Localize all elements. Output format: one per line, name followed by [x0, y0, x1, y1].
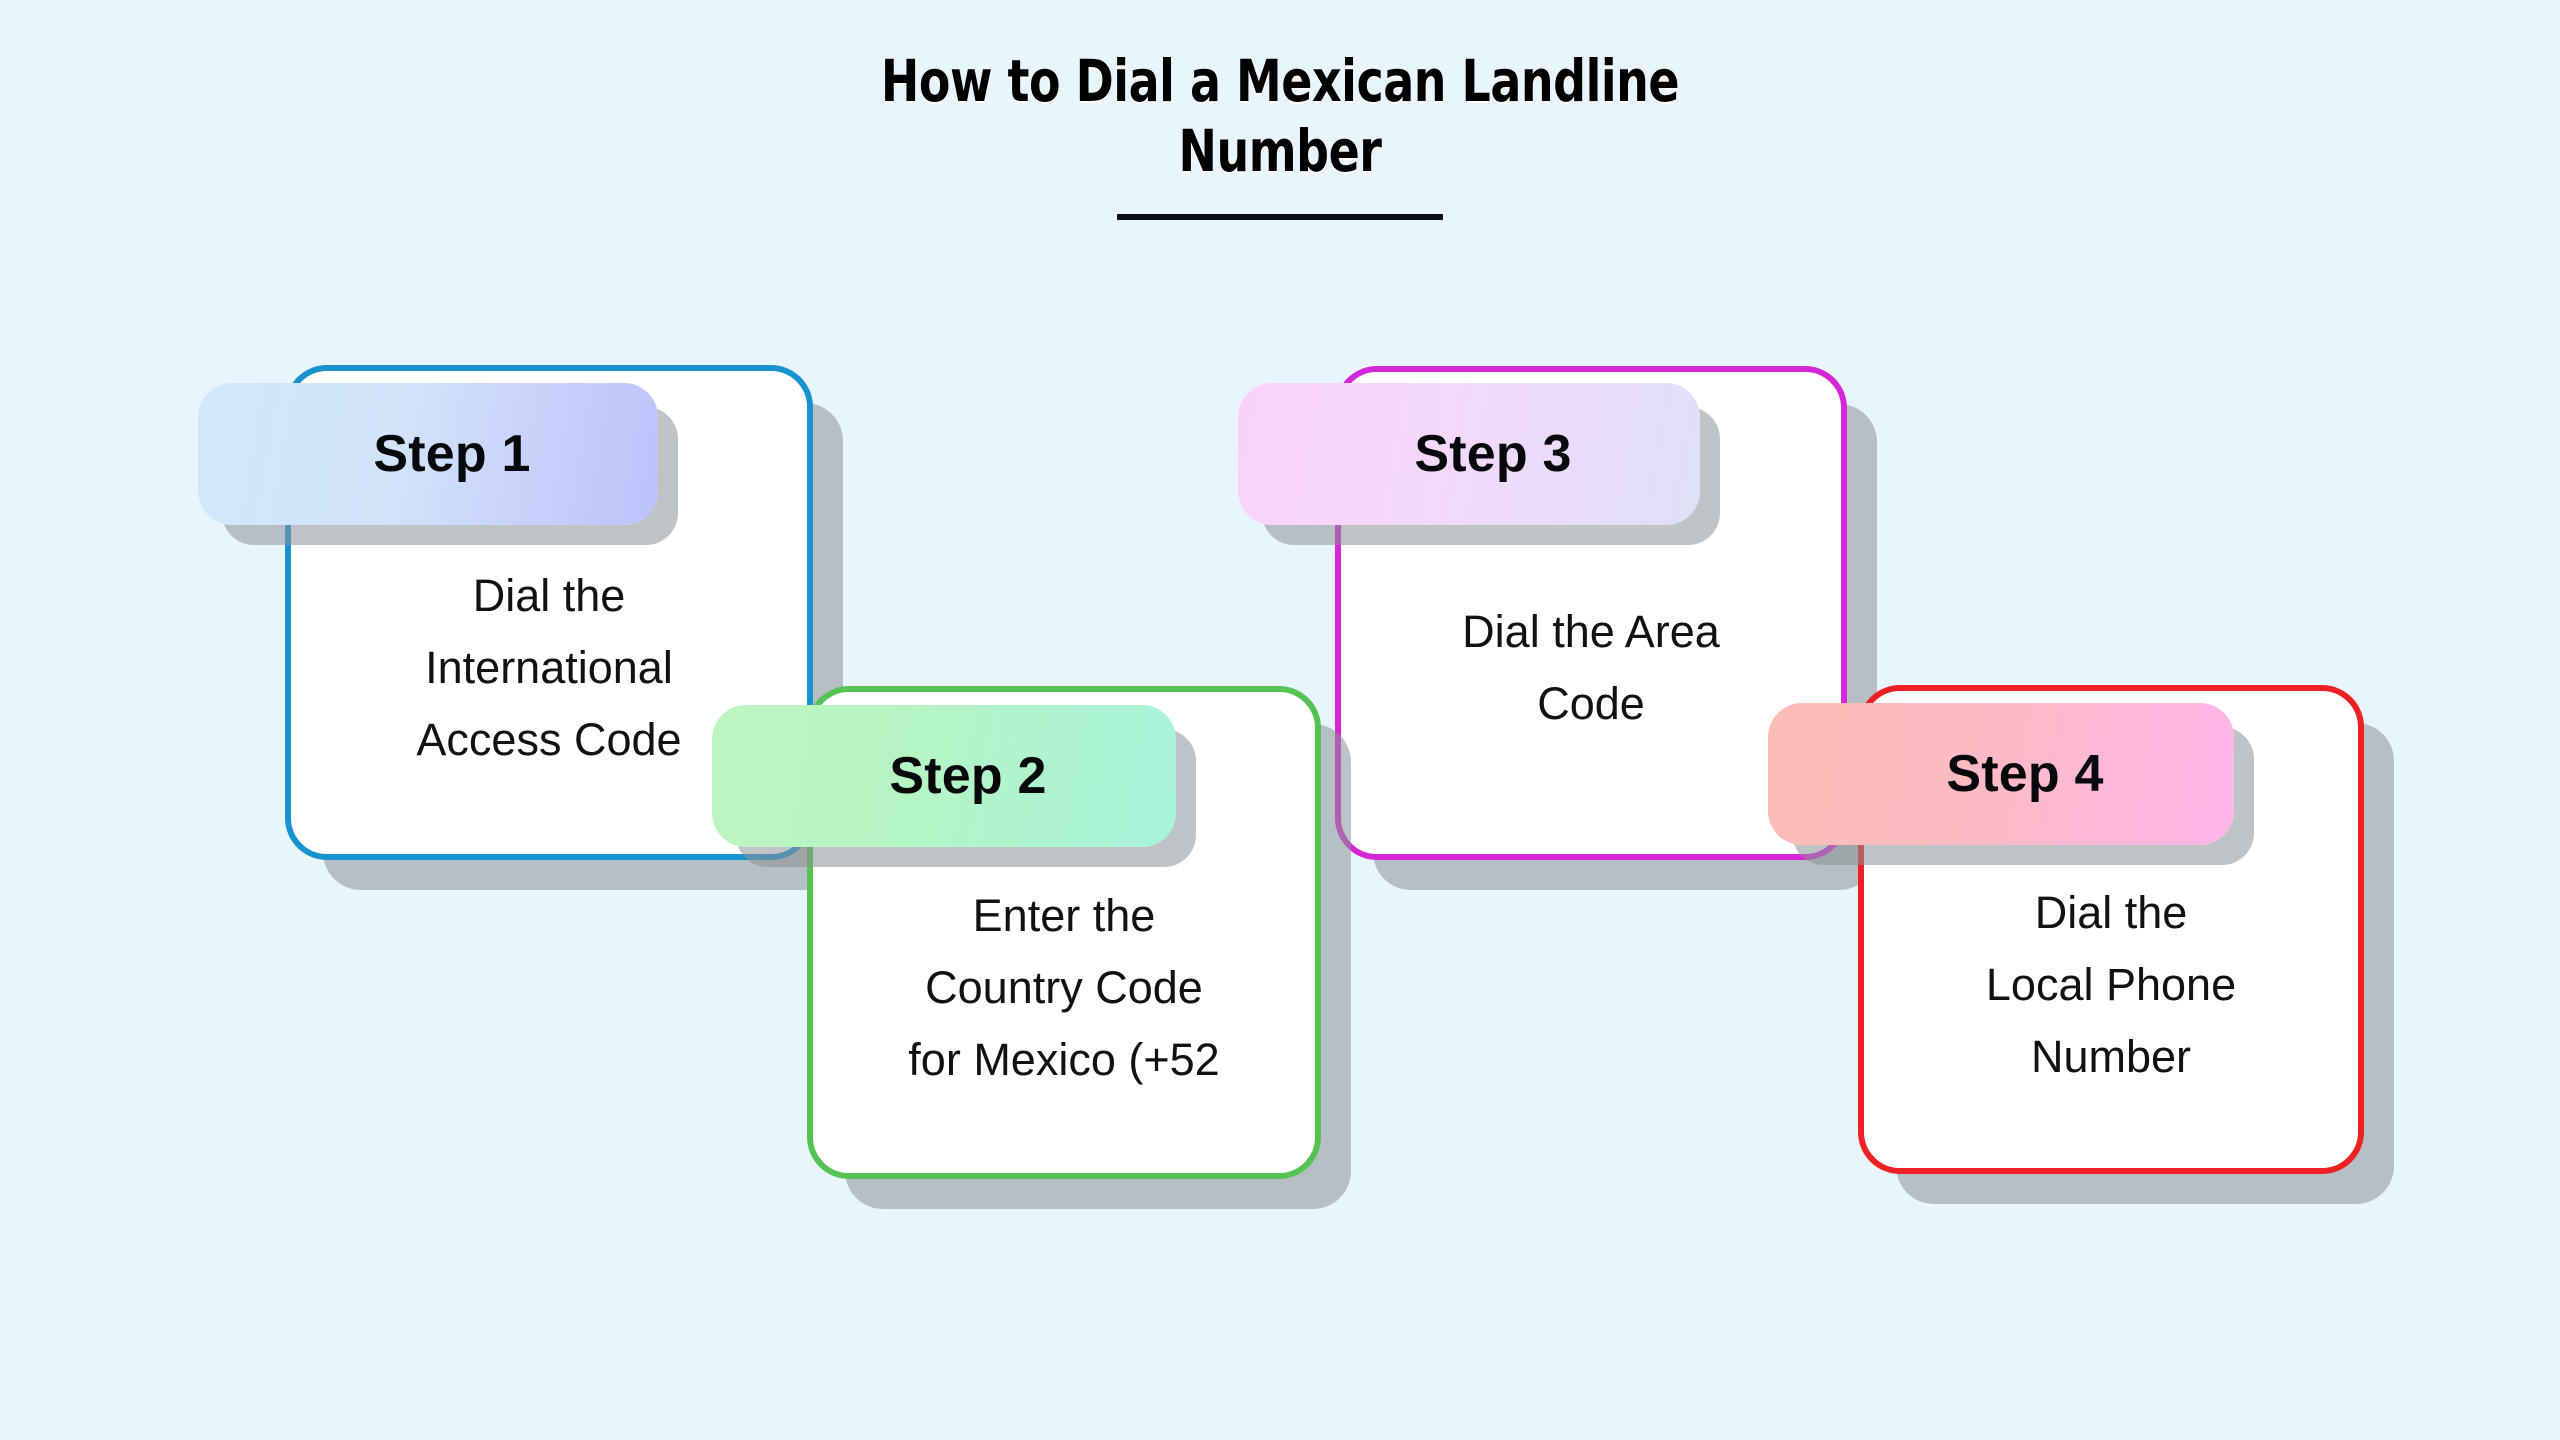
step-2-chip: Step 2: [712, 705, 1176, 847]
step-3-chip: Step 3: [1238, 383, 1700, 525]
step-3-body-text: Dial the Area Code: [1462, 606, 1720, 729]
page-title: How to Dial a Mexican Landline Number: [880, 47, 1680, 185]
step-1-body-text: Dial the International Access Code: [416, 569, 682, 765]
step-3-chip-label: Step 3: [1414, 425, 1572, 483]
step-4-chip-label: Step 4: [1946, 745, 2104, 803]
step-1-chip: Step 1: [198, 383, 658, 525]
title-block: How to Dial a Mexican Landline Number: [0, 46, 2560, 220]
step-2-body-text: Enter the Country Code for Mexico (+52: [908, 889, 1220, 1085]
step-4-chip: Step 4: [1768, 703, 2234, 845]
step-2-chip-label: Step 2: [889, 747, 1047, 805]
step-1-chip-label: Step 1: [373, 425, 531, 483]
title-underline-rule: [1117, 214, 1443, 220]
step-4-body-text: Dial the Local Phone Number: [1985, 886, 2237, 1082]
